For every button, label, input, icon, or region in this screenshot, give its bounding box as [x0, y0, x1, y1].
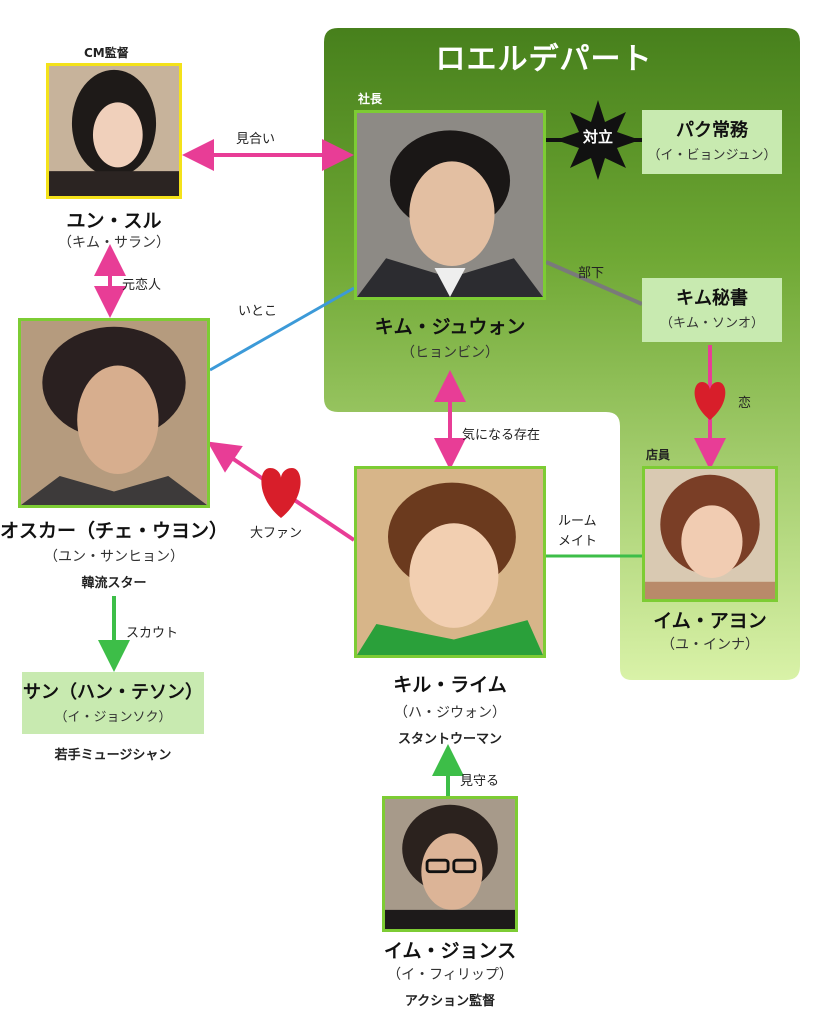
sun-role: 若手ミュージシャン — [54, 748, 172, 763]
kim-joowon-name: キム・ジュウォン — [374, 316, 526, 338]
sun-box: サン（ハン・テソン） （イ・ジョンソク） — [22, 672, 204, 734]
conflict-burst-icon — [556, 100, 640, 180]
company-title: ロエルデパート — [435, 42, 653, 77]
sun-actor: （イ・ジョンソク） — [54, 710, 172, 725]
sun-name: サン（ハン・テソン） — [23, 682, 203, 703]
kim-secretary-actor: （キム・ソンオ） — [659, 316, 764, 331]
gil-raim-name: キル・ライム — [393, 674, 507, 696]
kim-secretary-name: キム秘書 — [676, 288, 748, 309]
yun-seul-name: ユン・スル — [66, 210, 162, 232]
yun-seul-photo — [46, 63, 182, 199]
kim-joowon-photo — [354, 110, 546, 300]
gil-raim-role: スタントウーマン — [397, 732, 502, 747]
cousin-label: いとこ — [238, 304, 278, 319]
love-label: 恋 — [738, 396, 752, 411]
im-jongsu-photo — [382, 796, 518, 932]
park-actor: （イ・ビョンジュン） — [647, 148, 777, 163]
oscar-role: 韓流スター — [81, 576, 147, 591]
fan-heart-icon — [261, 468, 301, 518]
im-ayoung-photo — [642, 466, 778, 602]
subordinate-label: 部下 — [578, 266, 605, 281]
watch-label: 見守る — [460, 774, 500, 789]
omiai-label: 見合い — [236, 132, 276, 147]
gil-raim-photo — [354, 466, 546, 658]
cousin-line — [209, 286, 355, 372]
conflict-label: 対立 — [582, 128, 613, 146]
im-jongsu-actor: （イ・フィリップ） — [387, 967, 513, 983]
oscar-actor: （ユン・サンヒョン） — [44, 549, 184, 565]
im-ayoung-name: イム・アヨン — [653, 610, 767, 632]
im-ayoung-actor: （ユ・インナ） — [661, 637, 759, 653]
gil-raim-actor: （ハ・ジウォン） — [394, 705, 506, 721]
oscar-photo — [18, 318, 210, 508]
roommate-label-1: ルーム — [558, 514, 597, 529]
big-fan-label: 大ファン — [250, 526, 303, 541]
kim-joowon-actor: （ヒョンビン） — [401, 345, 499, 361]
yun-seul-actor: （キム・サラン） — [58, 235, 170, 251]
kim-secretary-box: キム秘書 （キム・ソンオ） — [642, 278, 782, 342]
interest-label: 気になる存在 — [462, 428, 541, 443]
im-ayoung-role: 店員 — [646, 448, 671, 462]
subordinate-line — [545, 260, 643, 306]
love-heart-icon — [694, 382, 726, 420]
scout-label: スカウト — [126, 626, 179, 641]
park-name: パク常務 — [676, 120, 748, 141]
oscar-name: オスカー（チェ・ウヨン） — [0, 520, 229, 542]
park-box: パク常務 （イ・ビョンジュン） — [642, 110, 782, 174]
kim-joowon-role: 社長 — [358, 92, 383, 106]
im-jongsu-name: イム・ジョンス — [383, 940, 517, 962]
im-jongsu-role: アクション監督 — [404, 994, 496, 1009]
ex-lover-label: 元恋人 — [122, 278, 162, 293]
yun-seul-role: CM監督 — [84, 46, 129, 60]
roommate-label-2: メイト — [558, 534, 598, 549]
